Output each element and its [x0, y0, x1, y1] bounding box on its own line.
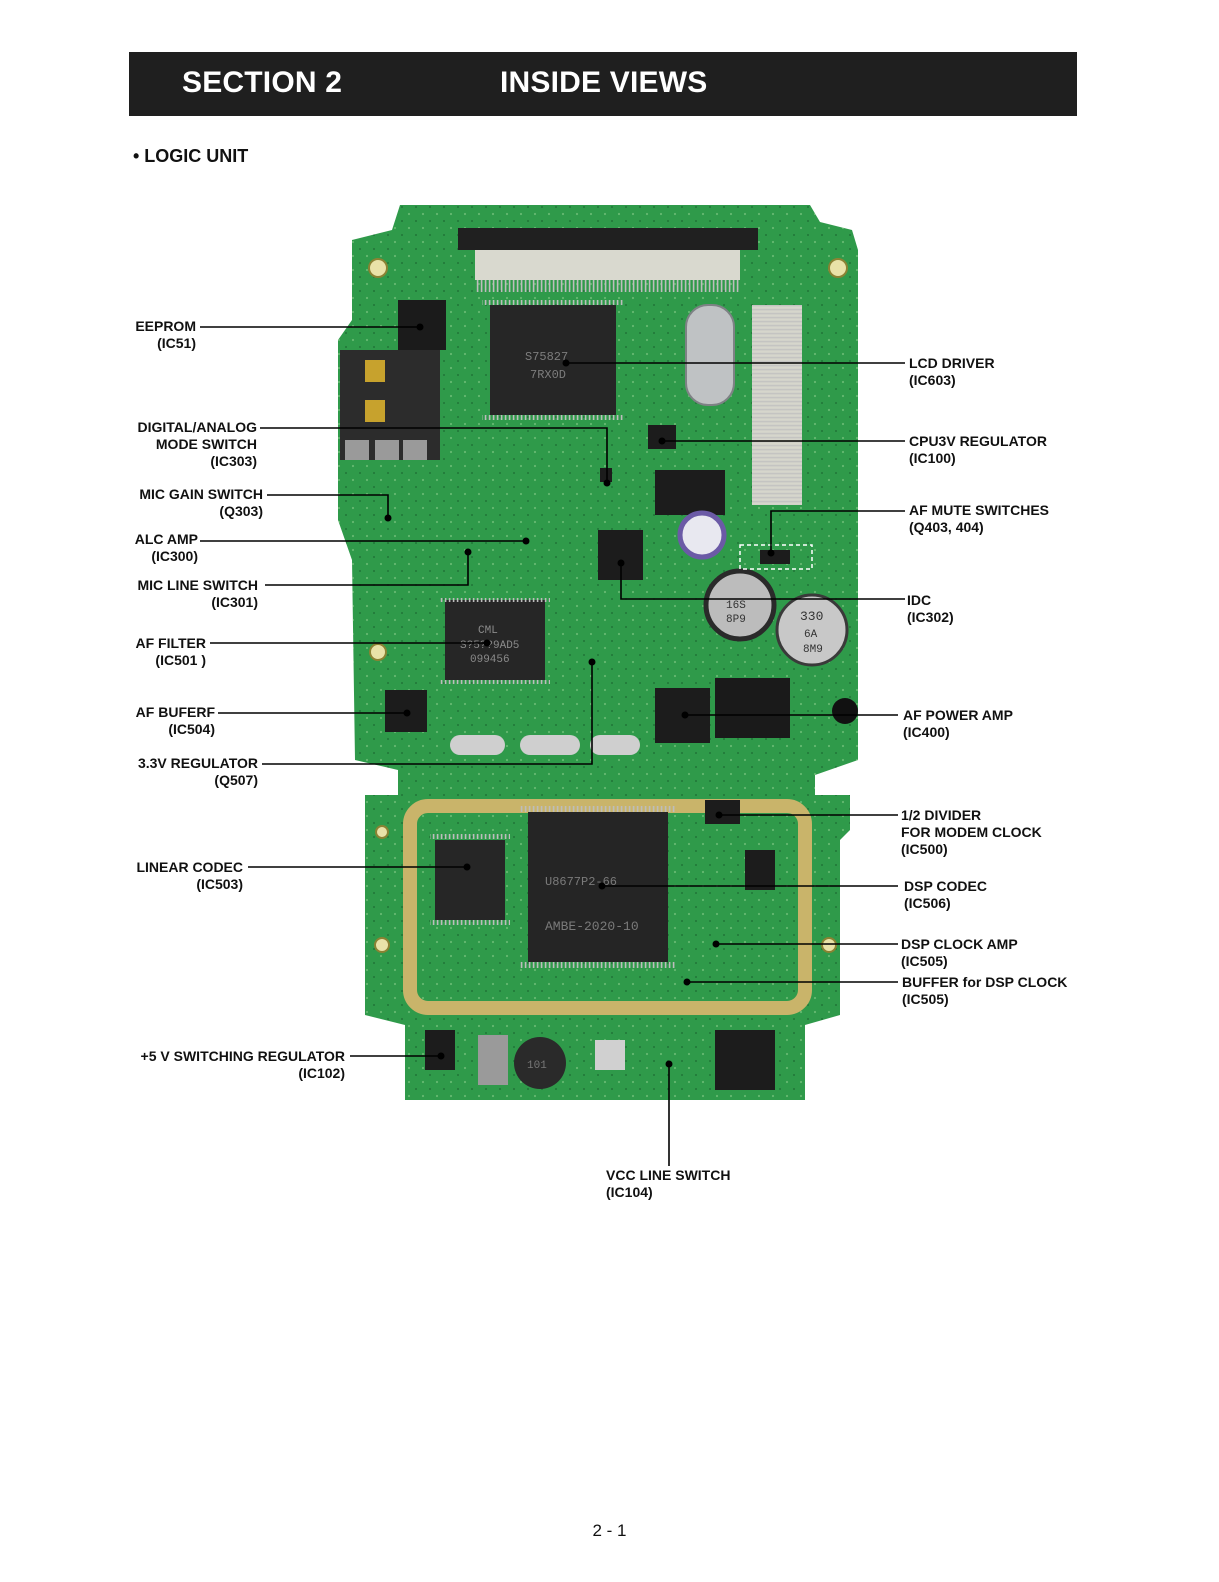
label-dsp-clock-amp: DSP CLOCK AMP (IC505)	[901, 936, 1018, 969]
page-number: 2 - 1	[592, 1521, 627, 1540]
svg-text:330: 330	[800, 609, 823, 624]
label-vcc-line-switch: VCC LINE SWITCH (IC104)	[606, 1167, 731, 1200]
label-af-mute-switches: AF MUTE SWITCHES (Q403, 404)	[909, 502, 1049, 535]
label-cpu3v-regulator: CPU3V REGULATOR (IC100)	[909, 433, 1047, 466]
label-mic-gain-switch: MIC GAIN SWITCH (Q303)	[139, 486, 263, 519]
label-mic-line-switch: MIC LINE SWITCH (IC301)	[137, 577, 258, 610]
section-title: INSIDE VIEWS	[500, 66, 708, 99]
label-3v3-regulator: 3.3V REGULATOR (Q507)	[137, 755, 258, 788]
svg-text:8P9: 8P9	[726, 614, 746, 626]
svg-text:6A: 6A	[804, 629, 818, 641]
label-idc: IDC (IC302)	[907, 592, 954, 625]
label-af-buferf: AF BUFERF (IC504)	[135, 704, 215, 737]
svg-text:16S: 16S	[726, 600, 746, 612]
label-buffer-dsp-clock: BUFFER for DSP CLOCK (IC505)	[902, 974, 1068, 1007]
svg-text:7RX0D: 7RX0D	[530, 368, 566, 382]
svg-text:8M9: 8M9	[803, 644, 823, 656]
svg-text:AMBE-2020-10: AMBE-2020-10	[545, 919, 639, 934]
label-lcd-driver: LCD DRIVER (IC603)	[909, 355, 995, 388]
svg-text:099456: 099456	[470, 654, 510, 666]
label-af-power-amp: AF POWER AMP (IC400)	[903, 707, 1013, 740]
label-half-divider: 1/2 DIVIDER FOR MODEM CLOCK (IC500)	[901, 807, 1042, 857]
svg-text:CML: CML	[478, 625, 498, 637]
unit-subheading: • LOGIC UNIT	[133, 146, 249, 166]
label-linear-codec: LINEAR CODEC (IC503)	[136, 859, 243, 892]
label-5v-switching-regulator: +5 V SWITCHING REGULATOR (IC102)	[140, 1048, 345, 1081]
section-header-bar: SECTION 2 INSIDE VIEWS	[129, 52, 1077, 116]
section-number: SECTION 2	[182, 66, 343, 99]
label-digital-analog-mode-switch: DIGITAL/ANALOG MODE SWITCH (IC303)	[137, 419, 257, 469]
svg-text:101: 101	[527, 1060, 547, 1072]
label-dsp-codec: DSP CODEC (IC506)	[904, 878, 987, 911]
label-af-filter: AF FILTER (IC501 )	[135, 635, 206, 668]
svg-text:S75827: S75827	[525, 350, 568, 364]
label-alc-amp: ALC AMP (IC300)	[134, 531, 198, 564]
label-eeprom: EEPROM (IC51)	[135, 318, 196, 351]
